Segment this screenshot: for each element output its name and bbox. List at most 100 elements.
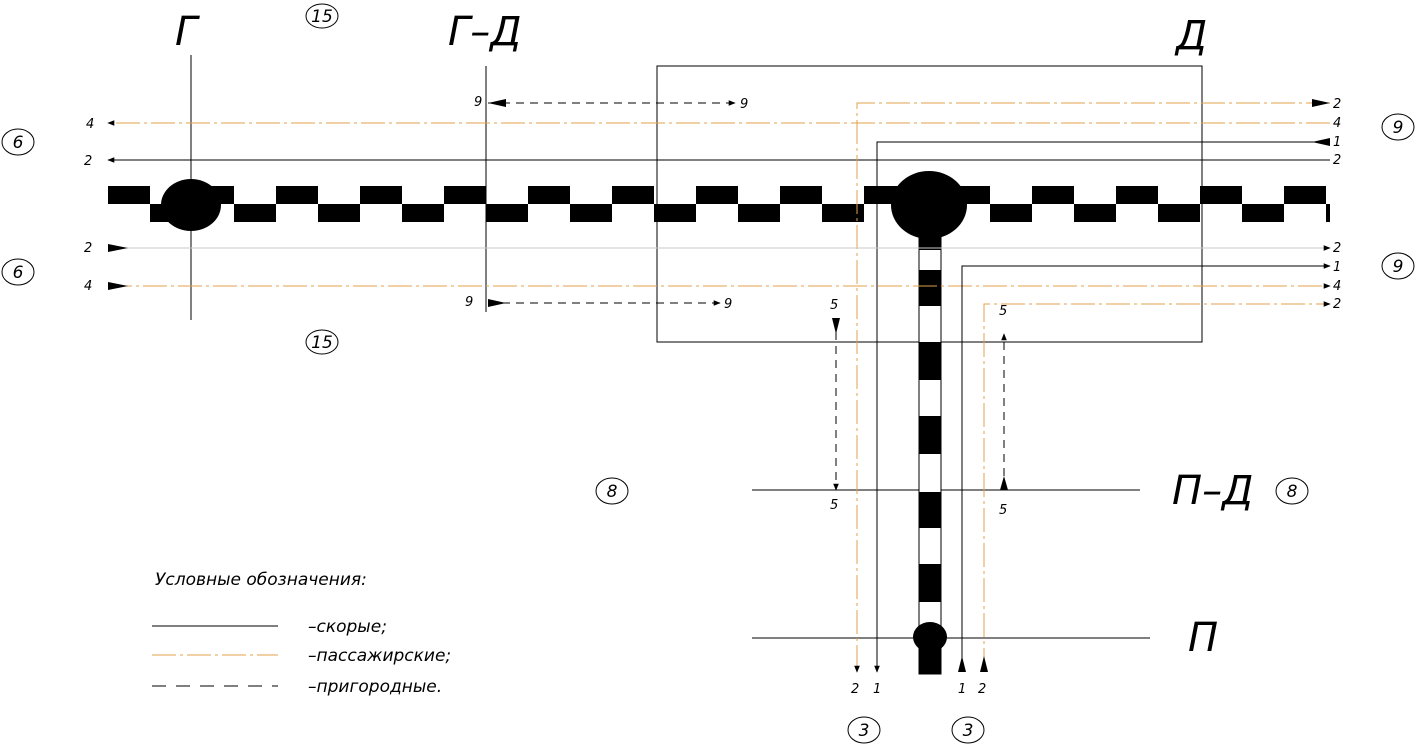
svg-text:3: 3 (859, 721, 870, 741)
main-track-segment (234, 204, 276, 222)
flow-label-1-right-1: 1 (1333, 135, 1341, 150)
direction-marker-6-lower: 6 (1, 258, 35, 286)
svg-text:8: 8 (1287, 482, 1298, 502)
main-track-segment (276, 186, 318, 204)
flow-label-9-upper-right: 9 (740, 97, 748, 112)
main-track-segment (780, 186, 822, 204)
branch-track-segment (919, 416, 941, 454)
direction-marker-9-lower: 9 (1381, 252, 1415, 280)
branch-track-segment (919, 236, 941, 250)
svg-text:9: 9 (1393, 257, 1404, 277)
svg-text:8: 8 (607, 482, 618, 502)
direction-marker-3-left: 3 (847, 716, 881, 744)
flow-label-2-left-lower: 2 (84, 241, 92, 256)
flow-label-2-right-2: 2 (1333, 153, 1341, 168)
main-track-segment (1074, 204, 1116, 222)
main-track-segment (696, 186, 738, 204)
main-track-segment (1326, 204, 1330, 222)
flow-label-1-bottom-right: 1 (958, 682, 966, 697)
flow-label-1-bottom-left: 1 (873, 682, 881, 697)
main-track-segment (612, 186, 654, 204)
main-track (108, 186, 1330, 222)
flow-2-passenger-east-arrow (1312, 99, 1330, 107)
main-track-segment (1200, 186, 1242, 204)
branch-track-segment (919, 564, 941, 602)
flow-2-passenger-north-start-arrow (980, 656, 988, 672)
direction-marker-6-upper: 6 (1, 128, 35, 156)
flow-line-2-passenger-south (854, 102, 1330, 673)
main-track-segment (822, 204, 864, 222)
flow-1-east-arrow (1312, 138, 1330, 146)
direction-marker-9-upper: 9 (1381, 113, 1415, 141)
flow-2-faint-start-arrow (108, 244, 128, 252)
station-g-node (161, 179, 221, 231)
direction-marker-15-top: 15 (305, 3, 339, 29)
legend-label-passenger: –пассажирские; (308, 646, 451, 666)
main-track-segment (738, 204, 780, 222)
main-track-segment (1158, 204, 1200, 222)
flow-label-2-bottom-left: 2 (851, 682, 859, 697)
main-track-segment (1032, 186, 1074, 204)
flow-line-1-north (961, 263, 1331, 672)
flow-label-9-upper-left: 9 (474, 95, 482, 110)
flow-label-2-right-1: 2 (1333, 97, 1341, 112)
station-label-d: Д (1174, 13, 1207, 59)
station-d-node (891, 171, 967, 239)
branch-track (918, 235, 942, 675)
main-track-segment (318, 204, 360, 222)
branch-track-segment (919, 342, 941, 380)
flow-label-1-right-2: 1 (1333, 260, 1341, 275)
station-p-node (913, 622, 947, 652)
main-track-segment (1284, 186, 1326, 204)
flow-label-2-left-upper: 2 (84, 154, 92, 169)
flow-label-9-lower-right: 9 (724, 297, 732, 312)
svg-text:3: 3 (963, 721, 974, 741)
station-label-g-d: Г–Д (448, 9, 522, 55)
main-track-segment (654, 204, 696, 222)
flow-label-4-right-1: 4 (1333, 116, 1341, 131)
station-label-p: П (1188, 615, 1218, 661)
flow-label-2-right-3: 2 (1333, 241, 1341, 256)
branch-track-segment (919, 492, 941, 528)
main-track-segment (1116, 186, 1158, 204)
flow-line-2-passenger-north (983, 301, 1331, 672)
svg-text:6: 6 (13, 263, 24, 283)
flow-label-4-left-lower: 4 (84, 279, 92, 294)
flow-label-5-bottom-right: 5 (999, 503, 1007, 518)
main-track-segment (990, 204, 1032, 222)
flow-5-up-start-arrow (1000, 476, 1008, 490)
direction-marker-8-left: 8 (595, 477, 629, 505)
flow-label-9-lower-left: 9 (465, 295, 473, 310)
main-track-segment (528, 186, 570, 204)
main-track-segment (108, 186, 150, 204)
main-track-segment (1242, 204, 1284, 222)
flow-5-down-start-arrow (832, 318, 840, 334)
main-track-segment (402, 204, 444, 222)
svg-text:15: 15 (311, 7, 333, 27)
legend-label-suburban: –пригородные. (308, 677, 442, 697)
flow-label-5-bottom-left: 5 (830, 498, 838, 513)
flow-label-2-bottom-right: 2 (978, 682, 986, 697)
direction-marker-15-bottom: 15 (305, 329, 339, 355)
legend: Условные обозначения: –скорые; –пассажир… (152, 570, 451, 697)
station-label-p-d: П–Д (1172, 468, 1253, 514)
flow-label-2-right-4: 2 (1333, 297, 1341, 312)
svg-text:15: 15 (311, 333, 333, 353)
flow-4-east-start-arrow (108, 282, 128, 290)
main-track-segment (444, 186, 486, 204)
direction-marker-8-right: 8 (1275, 477, 1309, 505)
branch-track-segment (919, 270, 941, 306)
flow-label-4-right-2: 4 (1333, 279, 1341, 294)
main-track-segment (570, 204, 612, 222)
flow-9-lower-start-arrow (488, 299, 506, 307)
flow-label-5-top-left: 5 (830, 298, 838, 313)
flow-1-north-start-arrow (958, 656, 966, 672)
main-track-segment (360, 186, 402, 204)
flow-line-1-south (874, 141, 1330, 673)
svg-text:9: 9 (1393, 118, 1404, 138)
main-track-segment (486, 204, 528, 222)
legend-label-express: –скорые; (308, 617, 387, 637)
direction-marker-3-right: 3 (951, 716, 985, 744)
flow-label-4-left-upper: 4 (86, 117, 94, 132)
